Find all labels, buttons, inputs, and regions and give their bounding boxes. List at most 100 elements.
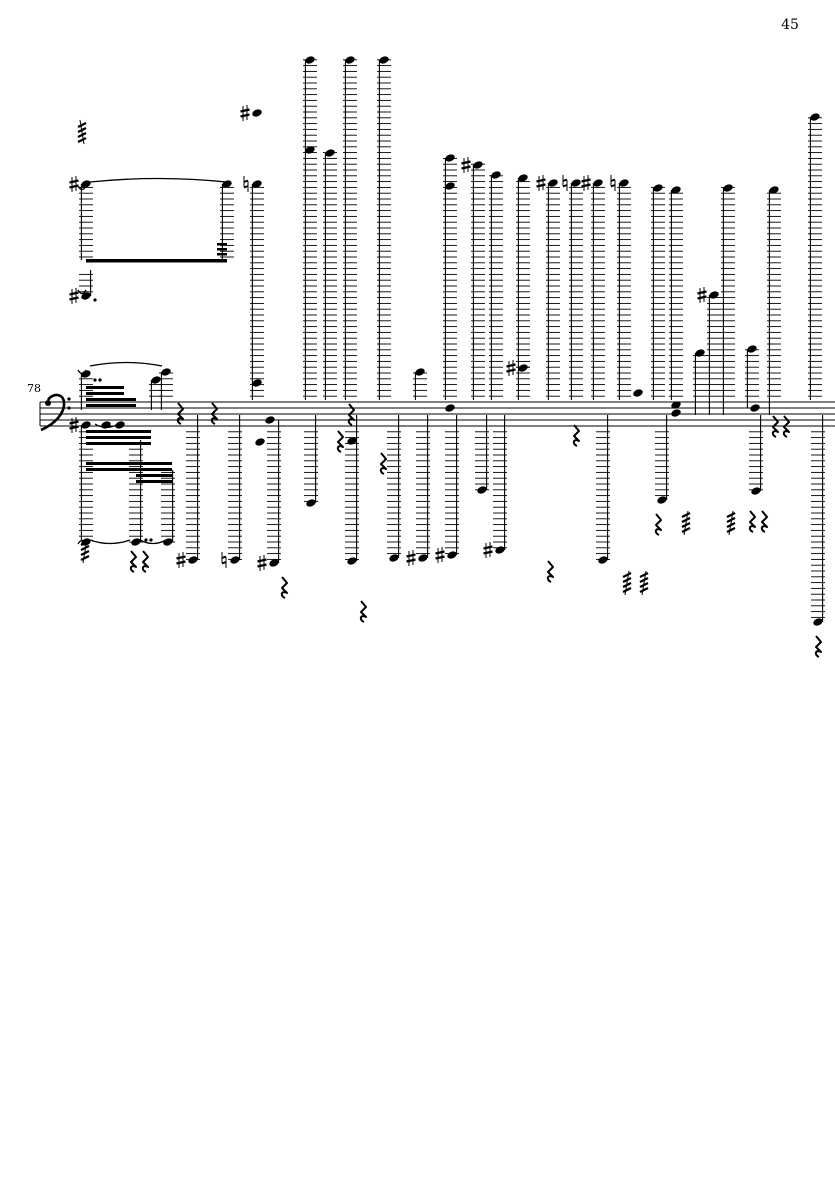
tremolo-stem: [728, 510, 734, 536]
tremolo-stroke: [77, 122, 87, 128]
sharp-stroke: [69, 296, 79, 301]
sharp-stroke: [697, 295, 707, 300]
notehead: [269, 559, 279, 567]
sharp-stroke: [506, 368, 516, 373]
notehead: [115, 421, 125, 429]
sharp-icon: [697, 287, 707, 303]
notehead: [473, 161, 483, 169]
sharp-icon: [69, 417, 79, 433]
tremolo-stroke: [726, 512, 736, 518]
notehead: [222, 180, 232, 188]
stems: [80, 60, 824, 622]
sharp-stroke: [69, 184, 79, 189]
sharp-icon: [176, 552, 186, 568]
quarter-rest-icon: [176, 402, 184, 425]
sharp-stroke: [69, 179, 79, 184]
notehead: [671, 186, 681, 194]
sharp-stroke: [69, 425, 79, 430]
natural-stroke: [243, 185, 249, 189]
quarter-rest-icon: [654, 513, 662, 536]
notehead: [571, 179, 581, 187]
notehead: [230, 556, 240, 564]
notehead: [695, 349, 705, 357]
sharp-stroke: [461, 165, 471, 170]
notehead: [593, 179, 603, 187]
sharp-icon: [461, 157, 471, 173]
sharp-icon: [69, 176, 79, 192]
notehead: [813, 618, 823, 626]
notehead: [445, 182, 455, 190]
natural-icon: [221, 552, 227, 568]
notehead: [347, 437, 357, 445]
natural-stroke: [221, 555, 227, 559]
quarter-rest-icon: [359, 600, 367, 623]
sharp-stroke: [483, 550, 493, 555]
notehead: [445, 154, 455, 162]
tremolo-stem: [683, 510, 689, 536]
sharp-stroke: [176, 560, 186, 565]
notehead: [81, 180, 91, 188]
notehead: [747, 345, 757, 353]
notehead: [131, 538, 141, 546]
sharp-stroke: [406, 558, 416, 563]
notehead: [447, 551, 457, 559]
augmentation-dots: [93, 298, 153, 542]
sharp-stroke: [483, 545, 493, 550]
notehead: [101, 421, 111, 429]
notehead: [598, 556, 608, 564]
sharp-stroke: [240, 113, 250, 118]
notehead: [810, 113, 820, 121]
notehead: [265, 416, 275, 424]
notehead: [255, 438, 265, 446]
quarter-rest-icon: [782, 415, 790, 438]
notehead: [653, 184, 663, 192]
notehead: [252, 180, 262, 188]
natural-stroke: [610, 184, 616, 188]
quarter-rest-icon: [347, 403, 355, 426]
quarter-rest-icon: [771, 415, 779, 438]
sharp-stroke: [435, 555, 445, 560]
sharp-icon: [69, 288, 79, 304]
tremolo-stroke: [80, 555, 90, 561]
natural-stroke: [610, 178, 616, 182]
bass-clef-icon: [40, 393, 71, 432]
notehead: [305, 146, 315, 154]
notehead: [415, 368, 425, 376]
quarter-rest-icon: [814, 635, 822, 658]
tremolo-icon: [639, 570, 649, 596]
notehead: [389, 554, 399, 562]
tremolo-icon: [681, 510, 691, 536]
tremolo-stroke: [726, 527, 736, 533]
sharp-icon: [536, 175, 546, 191]
sharp-icon: [435, 547, 445, 563]
notehead: [657, 496, 667, 504]
quarter-rest-icon: [141, 550, 149, 573]
tie: [77, 289, 87, 295]
tie: [89, 361, 163, 367]
notehead: [518, 364, 528, 372]
notehead: [495, 546, 505, 554]
natural-stroke: [562, 178, 568, 182]
tie: [89, 177, 227, 183]
sharp-stroke: [257, 563, 267, 568]
sharp-stroke: [581, 183, 591, 188]
natural-icon: [243, 176, 249, 192]
tie: [89, 539, 131, 545]
notehead: [379, 56, 389, 64]
notehead: [518, 174, 528, 182]
notehead: [671, 409, 681, 417]
noteheads: [81, 56, 823, 626]
sharp-stroke: [69, 291, 79, 296]
natural-icon: [562, 175, 568, 191]
rests: [129, 402, 822, 658]
sharp-icon: [581, 175, 591, 191]
notehead: [723, 184, 733, 192]
tremolo-stroke: [639, 587, 649, 593]
bass-staff: [39, 401, 835, 427]
sharp-stroke: [697, 290, 707, 295]
natural-stroke: [221, 561, 227, 565]
notehead: [491, 171, 501, 179]
tremolo-stroke: [639, 572, 649, 578]
notehead: [751, 487, 761, 495]
notehead: [188, 556, 198, 564]
